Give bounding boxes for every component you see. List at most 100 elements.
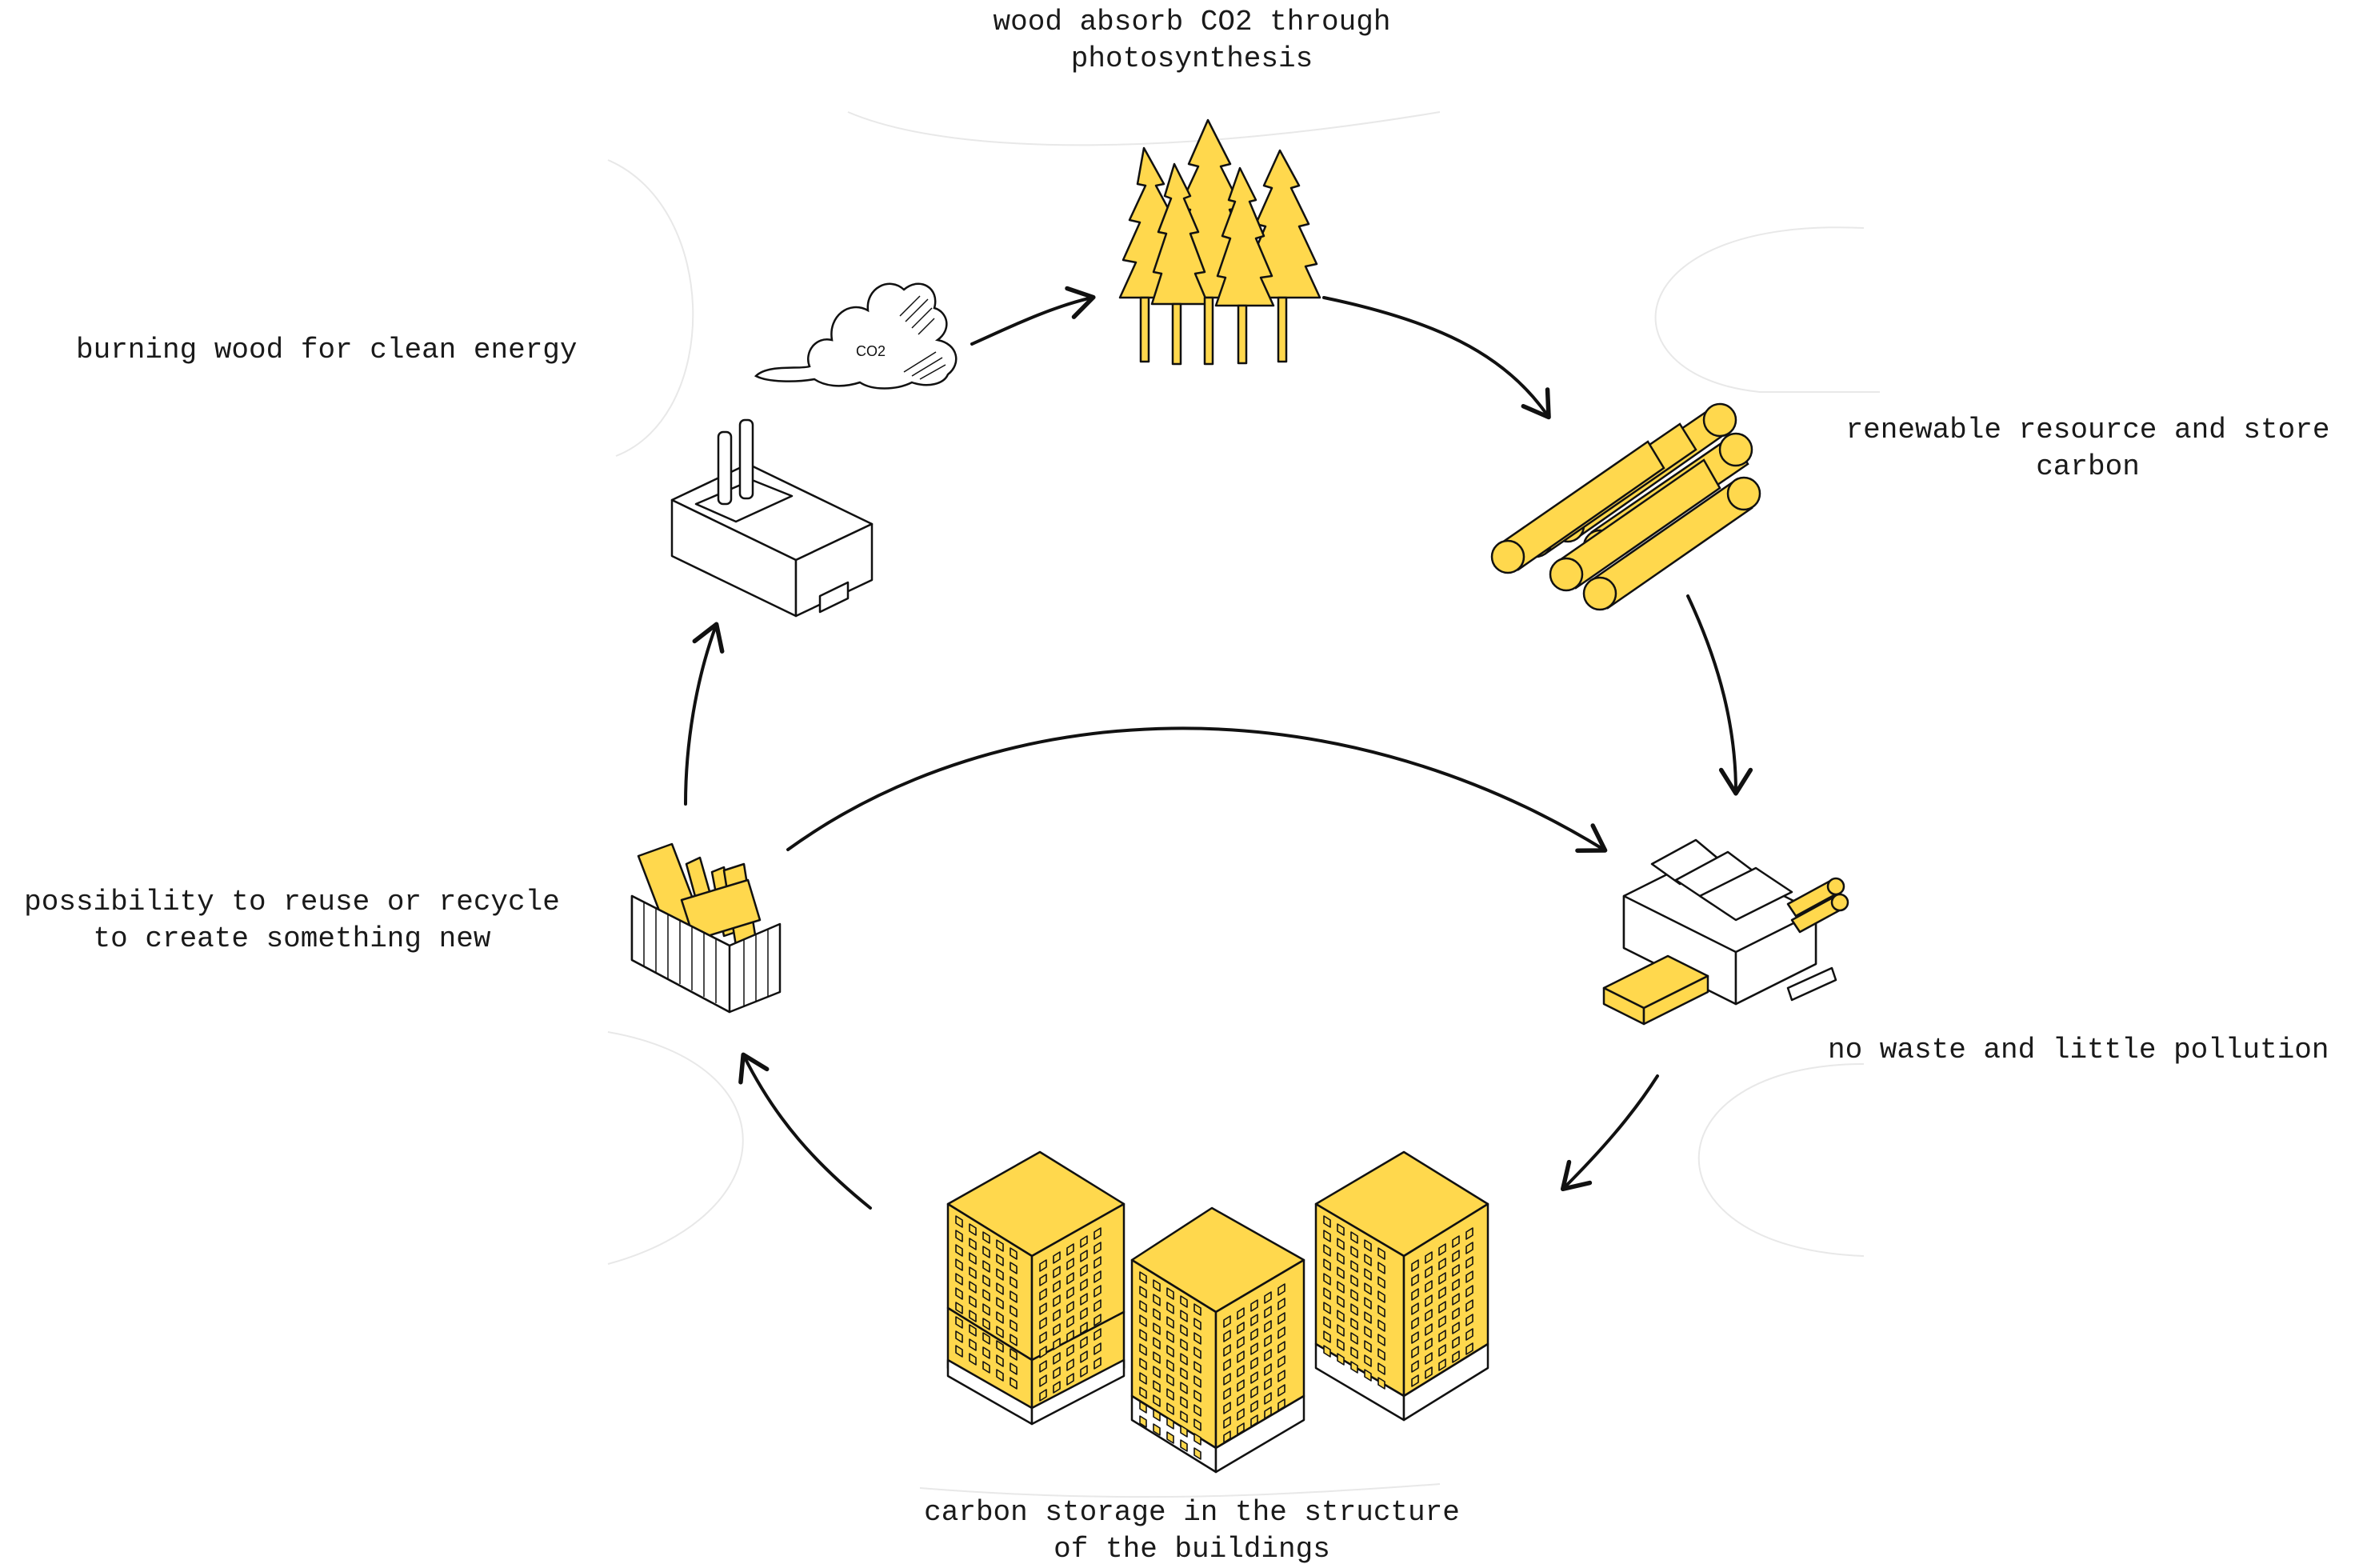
building-window [1039, 1274, 1047, 1286]
sawmill-icon [1602, 838, 1849, 1026]
building-window [1377, 1319, 1385, 1332]
building-window [1180, 1295, 1188, 1308]
co2-cloud-text: CO2 [856, 343, 886, 359]
building-window [1080, 1350, 1088, 1363]
building-window [1377, 1247, 1385, 1260]
arrow-recycle-to-sawmill [786, 726, 1608, 853]
building-window [1080, 1264, 1088, 1277]
building-window [996, 1369, 1004, 1382]
building-window [1452, 1336, 1460, 1349]
building-window [1153, 1380, 1161, 1393]
building-window [1053, 1309, 1061, 1322]
building-window [1323, 1215, 1331, 1228]
building-window [1237, 1394, 1245, 1406]
building-window [1010, 1290, 1018, 1303]
building-window [1193, 1390, 1201, 1402]
building-window [1010, 1305, 1018, 1318]
building-window [955, 1287, 963, 1300]
building-window [1223, 1358, 1231, 1371]
building-window [955, 1244, 963, 1257]
co2-cloud-icon: CO2 [754, 282, 958, 390]
building-window [1425, 1294, 1433, 1307]
building-window [1166, 1330, 1174, 1343]
building-window [1193, 1447, 1201, 1460]
building-window [1153, 1409, 1161, 1422]
building-window [1438, 1330, 1446, 1342]
building-window [1411, 1374, 1419, 1387]
arrow-cloud-to-trees [970, 286, 1096, 346]
building-window [1094, 1314, 1102, 1326]
building-window [1153, 1322, 1161, 1335]
building-window [1364, 1239, 1372, 1252]
building-window [1452, 1278, 1460, 1291]
building-window [1066, 1358, 1074, 1371]
building-window [955, 1316, 963, 1329]
building-window [1039, 1360, 1047, 1373]
building-window [1465, 1314, 1473, 1326]
building-window [969, 1252, 977, 1265]
building-window [1250, 1357, 1258, 1370]
building-window [1053, 1352, 1061, 1365]
building-window [1465, 1285, 1473, 1298]
building-window [955, 1345, 963, 1358]
background-curves [607, 111, 1880, 1498]
building-window [1053, 1266, 1061, 1278]
building-window [1364, 1268, 1372, 1281]
building-window [1377, 1348, 1385, 1361]
building-window [1066, 1315, 1074, 1328]
label-trees: wood absorb CO2 through photosynthesis [993, 6, 1391, 75]
building-window [1237, 1422, 1245, 1435]
building-window [982, 1246, 990, 1258]
building-window [1180, 1367, 1188, 1380]
building-window [1277, 1384, 1285, 1397]
building-window [1323, 1345, 1331, 1358]
building-window [1094, 1227, 1102, 1240]
building-window [1080, 1235, 1088, 1248]
building-window [969, 1353, 977, 1366]
building-window [1364, 1311, 1372, 1324]
building-window [1153, 1294, 1161, 1306]
building-window [1080, 1250, 1088, 1262]
building-window [1139, 1300, 1147, 1313]
building-window [1350, 1289, 1358, 1302]
building-window [1364, 1340, 1372, 1353]
building-window [1094, 1242, 1102, 1254]
building-window [1350, 1318, 1358, 1330]
building-window [1039, 1331, 1047, 1344]
building-window [1438, 1344, 1446, 1357]
building-window [1411, 1274, 1419, 1286]
building-window [1337, 1266, 1345, 1279]
building-window [1223, 1344, 1231, 1357]
building-window [1425, 1309, 1433, 1322]
building-window [969, 1281, 977, 1294]
building-window [1094, 1342, 1102, 1355]
building-window [1250, 1342, 1258, 1355]
building-window [1153, 1366, 1161, 1378]
building-window [1094, 1357, 1102, 1370]
building-window [1250, 1400, 1258, 1413]
building-window [1250, 1328, 1258, 1341]
building-window [969, 1324, 977, 1337]
building-window [1411, 1360, 1419, 1373]
building-window [1264, 1392, 1272, 1405]
building-window [1039, 1374, 1047, 1387]
building-window [1425, 1266, 1433, 1278]
building-window [1337, 1223, 1345, 1236]
building-window [1080, 1307, 1088, 1320]
building-window [1166, 1417, 1174, 1430]
building-window [1080, 1278, 1088, 1291]
building-window [1350, 1231, 1358, 1244]
building-window [1337, 1252, 1345, 1265]
label-buildings: carbon storage in the structure of the b… [924, 1496, 1460, 1566]
building-window [1094, 1285, 1102, 1298]
building-window [1139, 1329, 1147, 1342]
building-window [1223, 1330, 1231, 1342]
building-window [1010, 1362, 1018, 1375]
building-window [1237, 1350, 1245, 1363]
building-window [982, 1361, 990, 1374]
building-window [1053, 1381, 1061, 1394]
arrow-logs-to-sawmill [1686, 594, 1753, 796]
building-window [1139, 1415, 1147, 1428]
building-window [1438, 1243, 1446, 1256]
